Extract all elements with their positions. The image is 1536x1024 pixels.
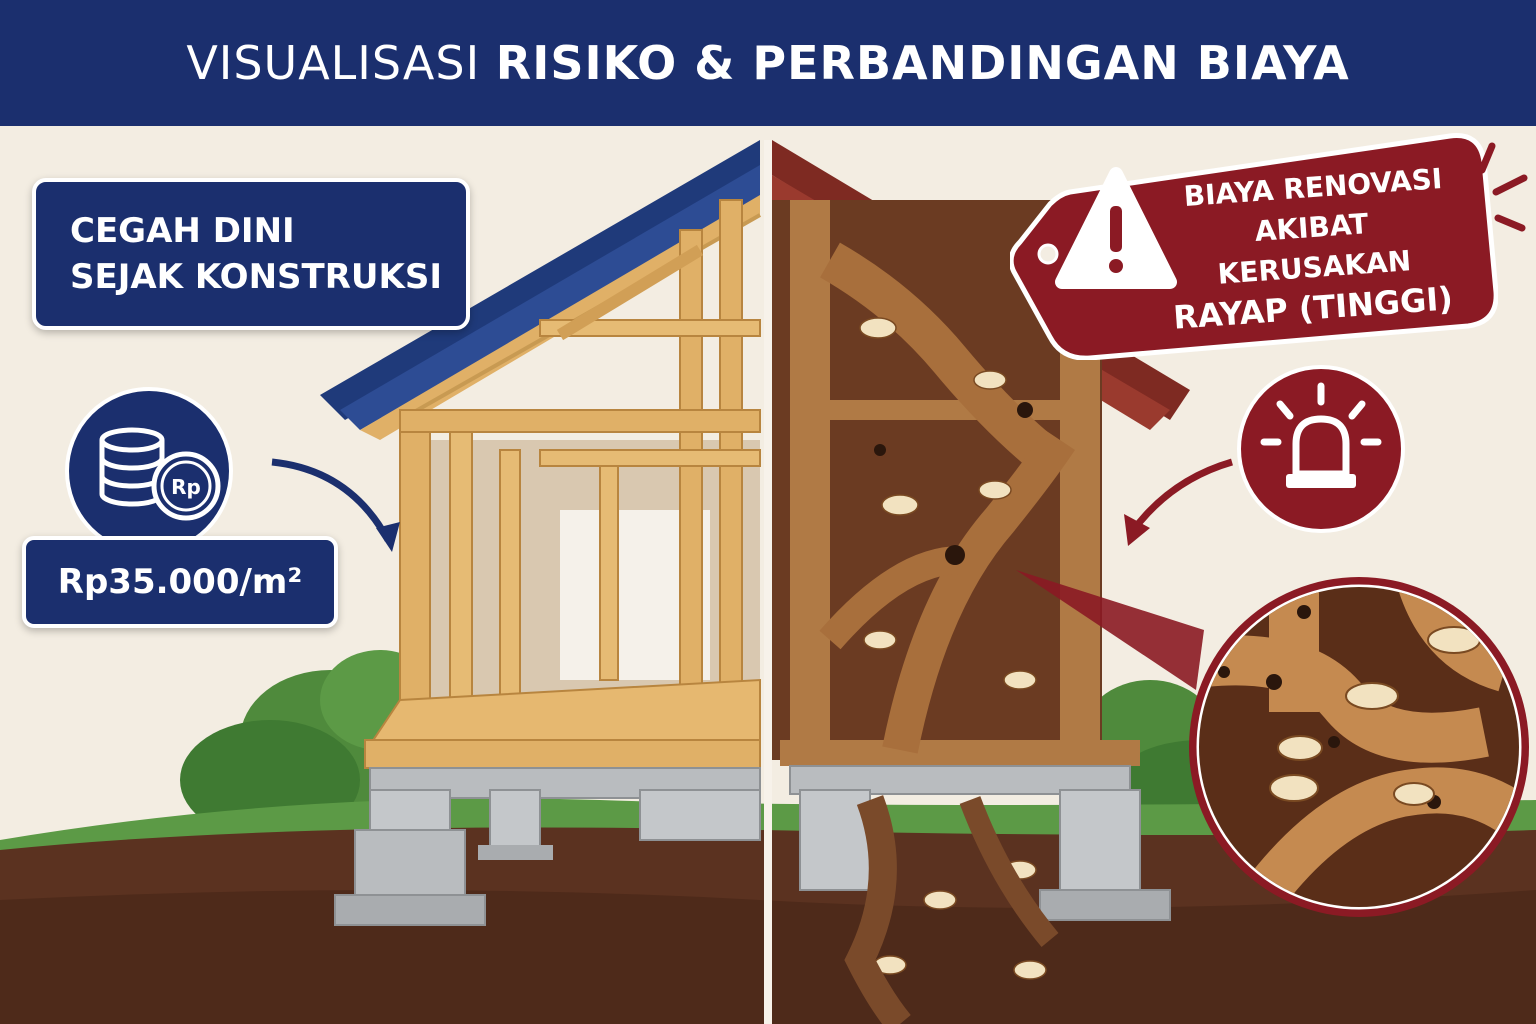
arrow-icon bbox=[271, 458, 392, 542]
termite-icon bbox=[1269, 626, 1481, 806]
renovation-cost-text: BIAYA RENOVASI AKIBAT KERUSAKAN RAYAP (T… bbox=[1168, 162, 1458, 337]
header-bar: VISUALISASI RISIKO & PERBANDINGAN BIAYA bbox=[0, 0, 1536, 126]
warning-price-tag bbox=[1010, 133, 1498, 360]
zoom-connector bbox=[1016, 570, 1204, 690]
price-badge: Rp35.000/m² bbox=[22, 536, 338, 628]
price-value: Rp35.000/m² bbox=[57, 562, 303, 602]
healthy-house bbox=[320, 140, 761, 926]
coin-stack-icon: Rp bbox=[65, 387, 233, 555]
alert-burst-lines bbox=[1478, 142, 1528, 232]
alarm-siren-icon bbox=[1237, 365, 1405, 533]
title-light: VISUALISASI bbox=[186, 36, 496, 90]
prevent-early-callout: CEGAH DINI SEJAK KONSTRUKSI bbox=[32, 178, 470, 330]
magnifier-zoom bbox=[1189, 577, 1529, 917]
coin-label: Rp bbox=[171, 475, 201, 499]
title-bold: RISIKO & PERBANDINGAN BIAYA bbox=[495, 36, 1350, 90]
callout-line2: SEJAK KONSTRUKSI bbox=[70, 257, 442, 297]
callout-line1: CEGAH DINI bbox=[70, 211, 295, 251]
page-title: VISUALISASI RISIKO & PERBANDINGAN BIAYA bbox=[186, 36, 1349, 90]
warning-triangle-icon bbox=[1055, 167, 1177, 289]
arrow-icon-right bbox=[1129, 458, 1233, 535]
